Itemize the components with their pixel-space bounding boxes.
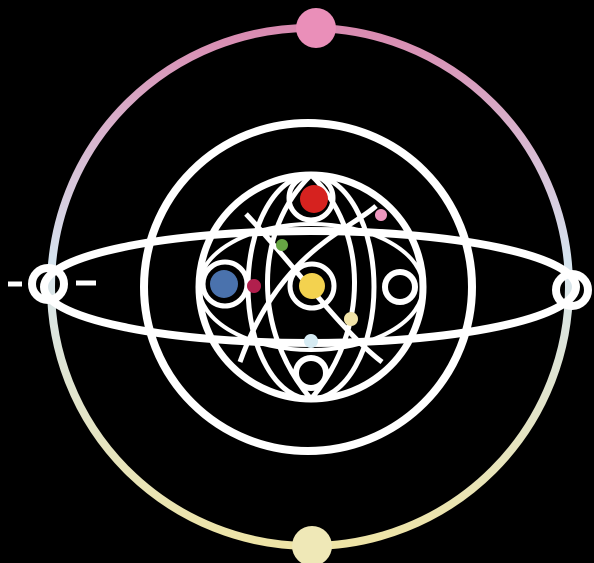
magenta-planet-dot [247,279,261,293]
yellow-planet-dot [299,273,325,299]
pink-planet-dot [375,209,387,221]
light-blue-planet-dot [304,334,318,348]
blue-planet-dot [210,270,238,298]
green-planet-dot [276,239,288,251]
red-planet-dot [300,185,328,213]
pole-top-dot [296,8,336,48]
cream-planet-dot [344,312,358,326]
